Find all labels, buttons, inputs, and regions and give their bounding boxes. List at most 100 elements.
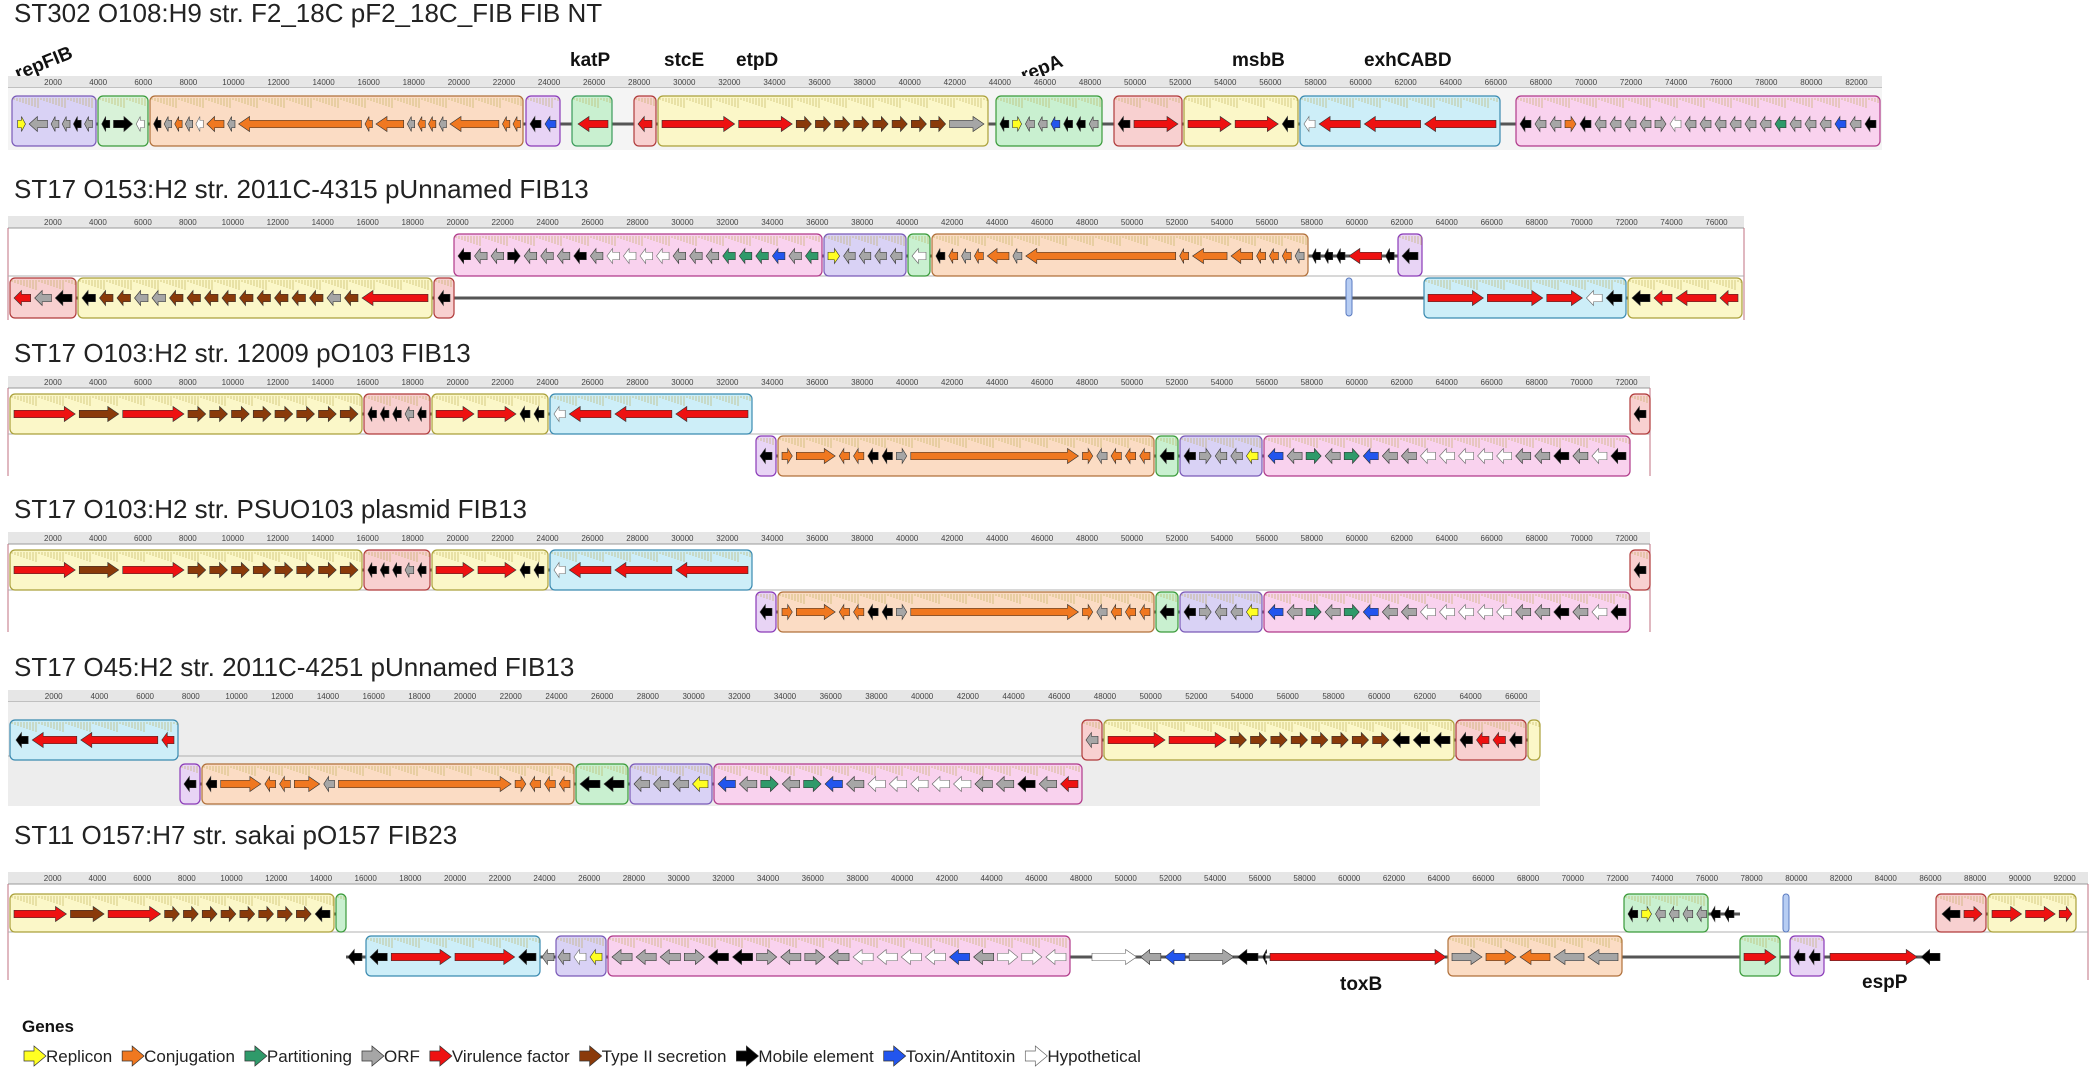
- legend-label: Toxin/Antitoxin: [906, 1047, 1016, 1066]
- gene-arrow: [614, 561, 673, 579]
- gene-arrow: [1038, 775, 1057, 793]
- gene-arrow: [1192, 247, 1228, 265]
- ruler-tick-label: 72000: [1620, 78, 1643, 87]
- gene-arrow: [1179, 248, 1189, 264]
- conservation-profile: [1181, 594, 1261, 604]
- gene-arrow: [771, 247, 786, 265]
- gene-arrow: [392, 562, 402, 578]
- gene-arrow: [1424, 115, 1497, 133]
- gene-label-stcE: stcE: [664, 50, 704, 71]
- ruler-tick-label: 34000: [757, 874, 780, 883]
- gene-arrow: [995, 775, 1015, 793]
- gene-arrow: [1675, 289, 1717, 307]
- gene-arrow: [874, 247, 887, 265]
- gene-arrow: [1654, 115, 1667, 133]
- gene-arrow: [81, 289, 96, 307]
- conservation-profile: [1625, 896, 1708, 906]
- ruler-tick-label: 32000: [716, 218, 739, 227]
- gene-arrow: [1963, 905, 1983, 923]
- gene-arrow: [347, 948, 363, 966]
- conservation-profile: [1185, 98, 1298, 108]
- gene-arrow: [153, 116, 162, 132]
- gene-arrow: [258, 905, 274, 923]
- ruler-tick-label: 36000: [806, 218, 829, 227]
- ruler-tick-label: 46000: [1034, 78, 1057, 87]
- ruler-tick-label: 46000: [1025, 874, 1048, 883]
- gene-arrow: [1230, 447, 1243, 465]
- gene-arrow: [1420, 603, 1436, 621]
- legend-label: Replicon: [46, 1047, 112, 1066]
- legend-swatch-icon: [361, 1045, 385, 1067]
- gene-arrow: [1025, 116, 1035, 132]
- gene-arrow: [717, 775, 736, 793]
- ruler-tick-label: 66000: [1472, 874, 1495, 883]
- gene-arrow: [974, 775, 993, 793]
- gene-arrow: [1458, 603, 1474, 621]
- gene-arrow: [309, 289, 324, 307]
- gene-arrow: [84, 116, 93, 132]
- gene-arrow: [684, 948, 705, 966]
- gene-arrow: [1159, 603, 1175, 621]
- ruler-tick-label: 60000: [1346, 218, 1369, 227]
- gene-arrow: [930, 115, 947, 133]
- ruler-tick-label: 92000: [2053, 874, 2076, 883]
- gene-arrow: [1267, 603, 1284, 621]
- gene-arrow: [274, 289, 289, 307]
- gene-arrow: [474, 247, 488, 265]
- ruler-tick-label: 16000: [355, 874, 378, 883]
- gene-arrow: [637, 115, 653, 133]
- gene-arrow: [1920, 948, 1941, 966]
- gene-arrow: [1017, 775, 1036, 793]
- ruler-tick-label: 26000: [578, 874, 601, 883]
- mini-block: [1345, 277, 1353, 317]
- gene-arrow: [1085, 731, 1099, 749]
- gene-arrow: [672, 775, 689, 793]
- gene-arrow: [961, 248, 971, 264]
- ruler-tick-label: 48000: [1076, 378, 1099, 387]
- conservation-profile: [1937, 896, 1984, 906]
- gene-arrow: [1183, 603, 1196, 621]
- gene-arrow: [1553, 948, 1585, 966]
- gene-arrow: [291, 289, 306, 307]
- gene-arrow: [611, 948, 633, 966]
- legend-label: Hypothetical: [1047, 1047, 1141, 1066]
- gene-arrow: [1286, 447, 1303, 465]
- gene-arrow: [1230, 603, 1243, 621]
- ruler-tick-label: 16000: [363, 692, 386, 701]
- ruler-tick-label: 76000: [1696, 874, 1719, 883]
- gene-arrow: [1381, 447, 1398, 465]
- legend-label: Type II secretion: [602, 1047, 727, 1066]
- gene-arrow: [653, 775, 670, 793]
- gene-arrow: [519, 405, 531, 423]
- gene-arrow: [1401, 247, 1419, 265]
- gene-arrow: [274, 561, 294, 579]
- gene-arrow: [1641, 905, 1652, 923]
- gene-arrow: [1037, 116, 1048, 132]
- gene-arrow: [1183, 447, 1196, 465]
- ruler-tick-label: 2000: [44, 78, 62, 87]
- gene-arrow: [113, 115, 133, 133]
- ruler-tick-label: 60000: [1349, 78, 1372, 87]
- gene-arrow: [573, 247, 587, 265]
- gene-arrow: [1246, 447, 1259, 465]
- ruler-tick-label: 54000: [1211, 534, 1234, 543]
- ruler-tick-label: 2000: [44, 218, 62, 227]
- ruler-tick-label: 12000: [267, 378, 290, 387]
- gene-arrow: [437, 289, 451, 307]
- conservation-profile: [435, 280, 452, 287]
- legend-swatch-icon: [736, 1045, 759, 1067]
- gene-arrow: [1082, 447, 1094, 465]
- ruler-tick-label: 52000: [1159, 874, 1182, 883]
- track-6-title: ST11 O157:H7 str. sakai pO157 FIB23: [14, 820, 457, 850]
- gene-arrow: [788, 247, 802, 265]
- ruler-tick-label: 14000: [310, 874, 333, 883]
- gene-arrow: [31, 731, 78, 749]
- ruler-tick-label: 4000: [89, 78, 107, 87]
- ruler-tick-label: 8000: [179, 378, 197, 387]
- ruler-tick-label: 12000: [267, 78, 290, 87]
- gene-arrow: [1381, 603, 1398, 621]
- ruler-tick-label: 58000: [1293, 874, 1316, 883]
- gene-arrow: [296, 905, 312, 923]
